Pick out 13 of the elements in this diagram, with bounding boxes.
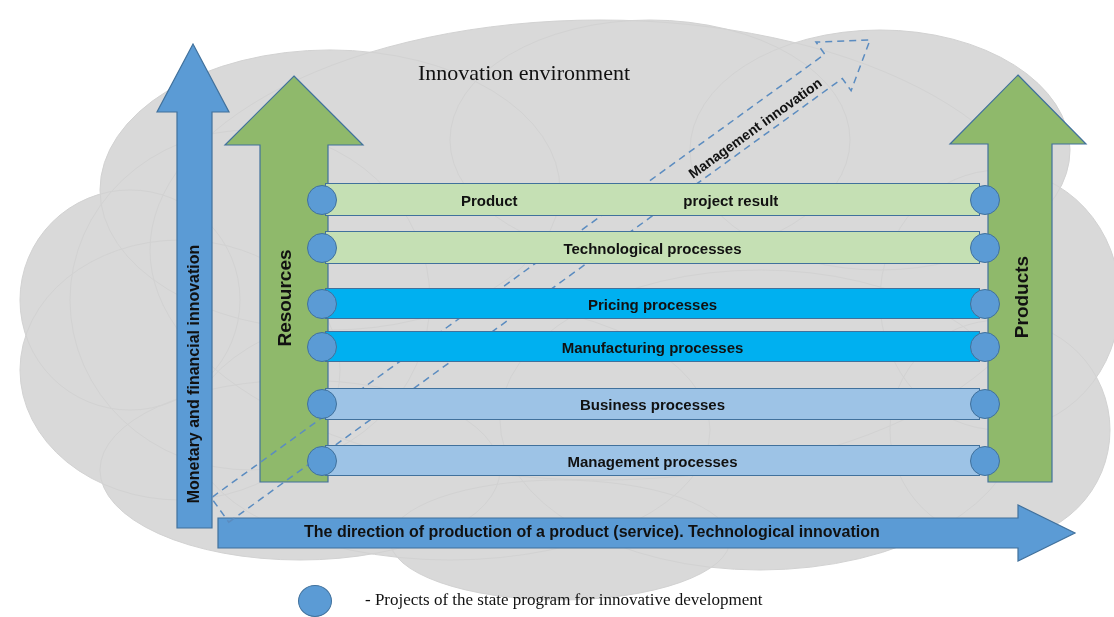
bar-label: Manufacturing processes	[561, 338, 744, 355]
bar-label: Technological processes	[563, 239, 742, 256]
bar-label: Product	[460, 191, 518, 208]
legend-text: - Projects of the state program for innovative development	[365, 590, 763, 610]
arrow-label: The direction of production of a product (service). Technological innovation	[304, 523, 880, 541]
bar-label: project result	[683, 191, 779, 208]
bar-label: Business processes	[579, 395, 726, 413]
heading: Innovation environment	[418, 60, 630, 86]
arrow-label: Monetary and financial innovation	[185, 244, 203, 504]
arrow-label: Products	[1011, 255, 1033, 339]
bar-label: Management processes	[567, 452, 738, 469]
bar-label: Pricing processes	[587, 295, 718, 312]
arrow-label: Resources	[274, 249, 296, 347]
